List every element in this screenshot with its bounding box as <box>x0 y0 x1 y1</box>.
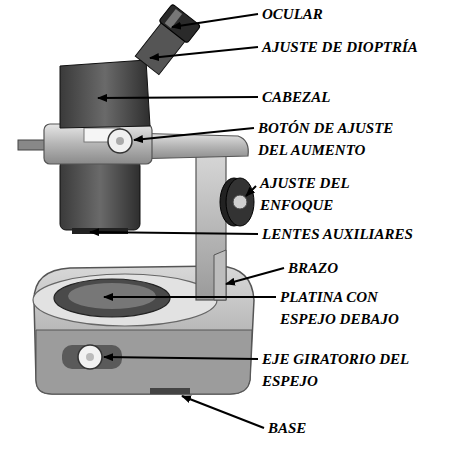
part-label: AJUSTE DEL ENFOQUE <box>260 172 384 216</box>
leader-lines <box>90 14 284 428</box>
part-label: PLATINA CON ESPEJO DEBAJO <box>280 286 435 330</box>
part-label: LENTES AUXILIARES <box>262 223 470 245</box>
part-label: OCULAR <box>262 3 467 25</box>
part-label: AJUSTE DE DIOPTRÍA <box>262 36 470 58</box>
part-label: CABEZAL <box>262 86 467 108</box>
part-label: BOTÓN DE AJUSTE DEL AUMENTO <box>258 117 426 161</box>
part-label: BASE <box>268 417 458 439</box>
part-label: BRAZO <box>288 257 468 279</box>
part-label: EJE GIRATORIO DEL ESPEJO <box>262 348 420 392</box>
